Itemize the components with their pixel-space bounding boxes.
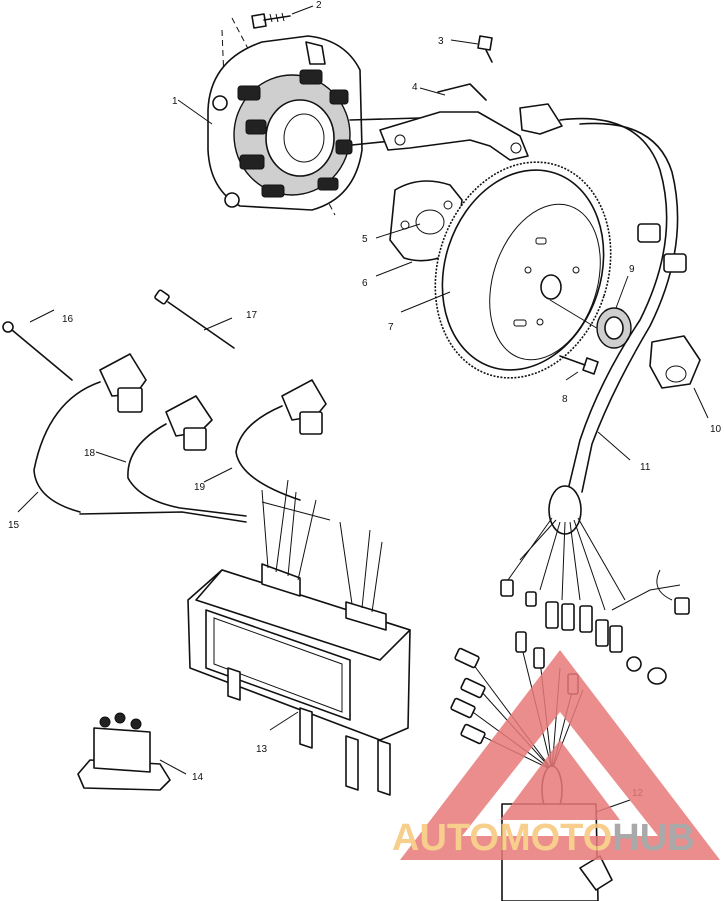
cdi-box-13: [187, 479, 411, 796]
screw-16: [2, 309, 73, 381]
callout-4: 4: [412, 82, 418, 93]
watermark-hub: HUB: [612, 817, 694, 859]
spark-plug-lead-18: [95, 395, 247, 517]
callout-9: 9: [629, 264, 635, 275]
callout-16: 16: [62, 314, 74, 325]
callout-15: 15: [8, 520, 20, 531]
stator-assembly: [207, 17, 421, 216]
callout-3: 3: [438, 36, 444, 47]
callout-18: 18: [84, 448, 96, 459]
spark-plug-lead-19: [79, 379, 327, 523]
callout-5: 5: [362, 234, 368, 245]
callout-2: 2: [316, 0, 322, 11]
watermark-triangle: [400, 650, 720, 860]
spark-plug-lead-15: [17, 353, 147, 513]
callout-14: 14: [192, 772, 204, 783]
watermark-logo-text: AUTOMOTOHUB: [392, 817, 695, 859]
flywheel-7: [400, 161, 612, 379]
callout-7: 7: [388, 322, 394, 333]
connector-10: [649, 335, 709, 419]
solenoid-14: [77, 712, 187, 791]
callout-8: 8: [562, 394, 568, 405]
screw-3: [450, 35, 493, 63]
watermark: AUTOMOTOHUB: [392, 650, 720, 860]
screw-17: [154, 289, 235, 349]
callout-17: 17: [246, 310, 258, 321]
screw-2: [251, 5, 314, 29]
watermark-auto: AUTO: [392, 817, 499, 859]
callout-6: 6: [362, 278, 368, 289]
callout-11: 11: [640, 462, 651, 473]
bolt-8: [549, 299, 601, 381]
bracket-4: [379, 83, 529, 161]
callout-13: 13: [256, 744, 268, 755]
callout-19: 19: [194, 482, 206, 493]
callout-1: 1: [172, 96, 178, 107]
watermark-triangle-inner: [500, 740, 620, 820]
callout-10: 10: [710, 424, 722, 435]
wire-harness-11: [500, 103, 690, 685]
seal-9: [596, 275, 632, 349]
watermark-moto: MOTO: [499, 817, 612, 859]
